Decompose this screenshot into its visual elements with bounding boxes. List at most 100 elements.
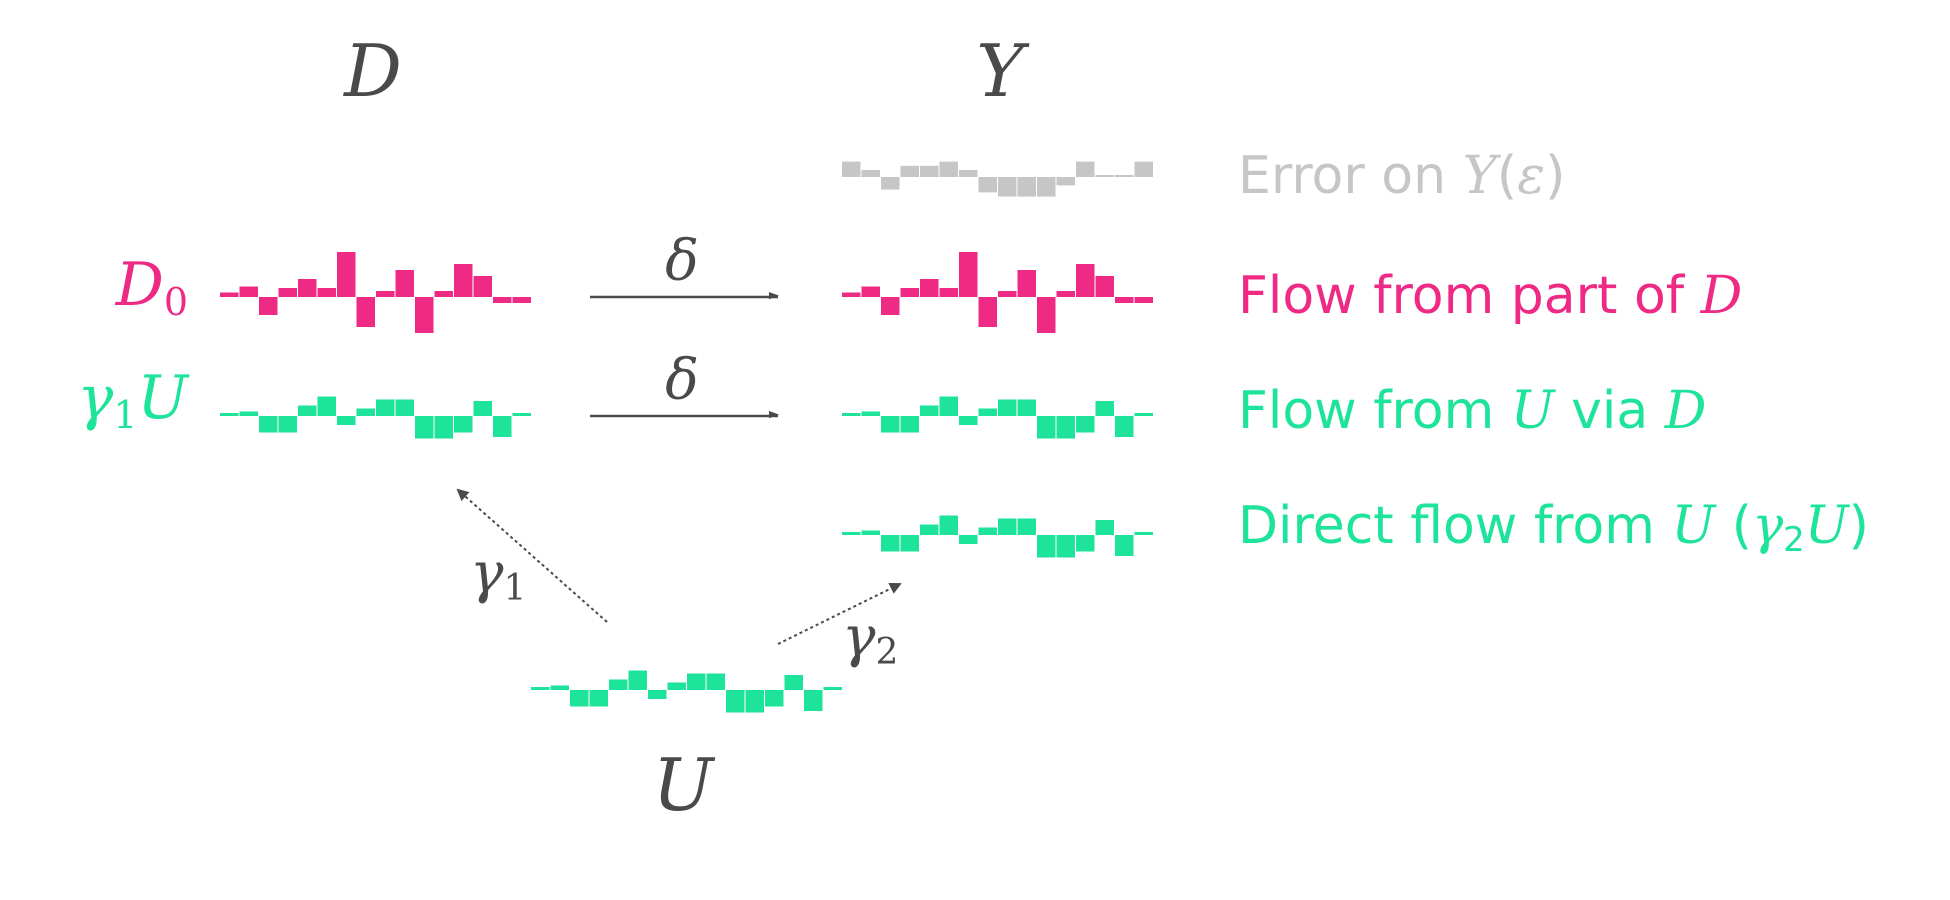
label-gamma1-u: γ1U [77, 363, 190, 437]
legend-flow-ud-text1: Flow from [1238, 381, 1511, 441]
gamma1-greek: γ [470, 541, 504, 606]
gamma1-label: γ1 [470, 541, 526, 609]
series-pink-y-bar [920, 279, 939, 297]
legend-direct: Direct flow from U (γ2U) [1238, 496, 1869, 560]
series-gray-y-bar [861, 170, 880, 177]
series-green-y [842, 396, 1153, 439]
legend-flow-ud: Flow from U via D [1238, 381, 1706, 441]
series-pink-y-bar [861, 286, 880, 297]
series-green-d-bar [512, 413, 531, 416]
series-green-direct-bar [861, 530, 880, 535]
label-d0-base: D [115, 250, 164, 320]
series-green-d-bar [473, 401, 492, 416]
series-green-direct-bar [998, 518, 1017, 535]
series-pink-y-bar [978, 297, 997, 327]
legend-direct-open: ( [1715, 496, 1752, 556]
gamma2-label: γ2 [842, 605, 898, 673]
series-pink-y-bar [1076, 264, 1095, 297]
series-green-direct-bar [1017, 518, 1036, 535]
series-green-u-bar [531, 687, 550, 690]
legend-flow-ud-var1: U [1511, 381, 1557, 441]
series-pink-d-bar [317, 288, 336, 297]
legend-error-close: ) [1545, 146, 1565, 206]
series-green-y-bar [1037, 416, 1056, 439]
series-green-u-bar [648, 690, 667, 699]
series-green-d-bar [239, 411, 258, 416]
gamma2-sub: 2 [875, 632, 898, 673]
series-green-d-bar [493, 416, 512, 437]
series-green-direct-bar [939, 515, 958, 535]
legend-error: Error on Y(ε) [1238, 146, 1565, 206]
legend-direct-text: Direct flow from [1238, 496, 1671, 556]
series-pink-d-bar [395, 270, 414, 297]
series-green-d-bar [317, 396, 336, 416]
series-gray-y-bar [959, 170, 978, 177]
header-u: U [653, 743, 716, 827]
series-pink-y-bar [1115, 297, 1134, 303]
legend-flow-d-text: Flow from part of [1238, 266, 1701, 326]
series-gray-y-bar [920, 165, 939, 177]
series-green-u-bar [804, 690, 823, 711]
series-gray-y-bar [939, 161, 958, 177]
gamma2-arrow [777, 583, 902, 645]
series-green-d-bar [278, 416, 297, 433]
series-pink-y-bar [881, 297, 900, 315]
series-green-u-bar [784, 675, 803, 690]
series-green-direct-bar [920, 524, 939, 535]
label-gamma1-u-greek: γ [77, 363, 113, 433]
series-green-u-bar [570, 690, 589, 707]
legend-direct-greek: γ [1752, 496, 1784, 556]
legend-flow-d: Flow from part of D [1238, 266, 1742, 326]
series-green-y-bar [1095, 401, 1114, 416]
series-gray-y-bar [842, 161, 861, 177]
series-green-direct-bar [1115, 535, 1134, 556]
series-green-u-bar [667, 682, 686, 690]
gamma1-sub: 1 [503, 568, 526, 609]
legend-direct-var: U [1671, 496, 1717, 556]
series-green-u-bar [706, 673, 725, 690]
series-gray-y-bar [1095, 175, 1114, 177]
delta-label-bottom: δ [665, 348, 699, 413]
series-pink-d-bar [356, 297, 375, 327]
series-green-y-bar [881, 416, 900, 433]
series-green-direct-bar [1056, 535, 1075, 558]
series-pink-y-bar [1037, 297, 1056, 333]
series-green-u-bar [589, 690, 608, 707]
series-green-u [531, 670, 842, 713]
series-gray-y-bar [900, 165, 919, 177]
series-gray-y-bar [978, 177, 997, 193]
legend-direct-var2: U [1805, 496, 1851, 556]
series-green-u-bar [726, 690, 745, 713]
label-gamma1-u-sub: 1 [113, 393, 137, 437]
series-pink-y-bar [842, 292, 861, 297]
series-green-direct-bar [842, 532, 861, 535]
series-green-y-bar [1076, 416, 1095, 433]
series-pink-y-bar [998, 291, 1017, 297]
label-d0: D0 [115, 250, 188, 324]
legend-direct-close: ) [1849, 496, 1869, 556]
series-green-y-bar [920, 405, 939, 416]
series-green-y-bar [959, 416, 978, 425]
series-pink-y [842, 252, 1153, 333]
series-gray-y-bar [881, 177, 900, 190]
series-green-y-bar [1017, 399, 1036, 416]
series-pink-d-bar [434, 291, 453, 297]
series-gray-y-bar [1076, 161, 1095, 177]
series-green-d [220, 396, 531, 439]
series-green-d-bar [259, 416, 278, 433]
series-green-y-bar [939, 396, 958, 416]
series-green-direct-bar [1076, 535, 1095, 552]
series-pink-d-bar [415, 297, 434, 333]
series-pink-d [220, 252, 531, 333]
series-green-u-bar [823, 687, 842, 690]
series-pink-d-bar [337, 252, 356, 297]
series-pink-y-bar [939, 288, 958, 297]
series-green-direct [842, 515, 1153, 558]
series-gray-y-bar [998, 177, 1017, 197]
series-green-d-bar [434, 416, 453, 439]
series-green-u-bar [628, 670, 647, 690]
series-pink-d-bar [473, 276, 492, 297]
label-d0-sub: 0 [164, 280, 188, 324]
series-green-direct-bar [1037, 535, 1056, 558]
